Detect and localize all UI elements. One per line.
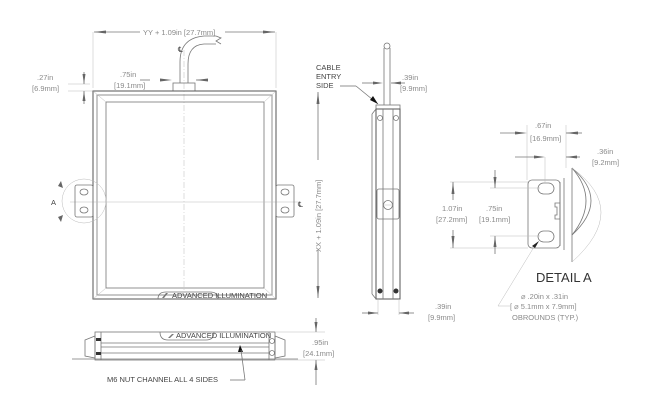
top-offset-mm: [6.9mm] [32,84,59,93]
centerline-symbol-top: ℄ [177,45,184,54]
side-bottom-depth-mm: [9.9mm] [428,313,455,322]
detail-title: DETAIL A [536,270,592,285]
front-view: YY + 1.09in [27.7mm] ℄ .75in [19.1mm] .2… [32,28,304,300]
hole-spec-line2: [ ⌀ 5.1mm x 7.9mm] [510,302,577,311]
detail-outer-span-in: 1.07in [442,204,462,213]
detail-a: .67in [16.9mm] .36in [9.2mm] 1.07in [27.… [436,121,619,322]
side-bottom-depth-in: .39in [435,302,451,311]
width-dimension: YY + 1.09in [27.7mm] [143,28,215,37]
cable-label-line1: CABLE [316,63,341,72]
nut-channel-note: M6 NUT CHANNEL ALL 4 SIDES [107,375,218,384]
hole-spec-line1: ⌀ .20in x .31in [521,292,568,301]
height-dimension: XX + 1.09in [27.7mm] [314,92,323,298]
cable-label-line2: ENTRY [316,72,341,81]
side-top-depth-in: .39in [402,73,418,82]
detail-offset-in: .36in [597,147,613,156]
cable-offset-in: .75in [120,70,136,79]
side-view: CABLE ENTRY SIDE .39in [9.9mm] .39in [9.… [316,42,455,322]
bottom-view: ADVANCED ILLUMINATION M6 NUT CHANNEL ALL… [72,318,334,385]
detail-callout-a: A [51,198,56,207]
bottom-height-mm: [24.1mm] [303,349,334,358]
hole-spec-line3: OBROUNDS (TYP.) [512,313,579,322]
detail-inner-span-mm: [19.1mm] [479,215,510,224]
cable-label-line3: SIDE [316,81,334,90]
centerline-symbol-right: ℄ [297,200,304,209]
cable-offset-mm: [19.1mm] [114,81,145,90]
side-top-depth-mm: [9.9mm] [400,84,427,93]
detail-width-mm: [16.9mm] [530,134,561,143]
logo-text: ADVANCED ILLUMINATION [172,291,267,300]
detail-outer-span-mm: [27.2mm] [436,215,467,224]
bottom-height-in: .95in [312,338,328,347]
height-dimension-text: XX + 1.09in [27.7mm] [314,180,323,252]
bottom-logo-text: ADVANCED ILLUMINATION [176,331,271,340]
detail-offset-mm: [9.2mm] [592,158,619,167]
detail-width-in: .67in [535,121,551,130]
detail-inner-span-in: .75in [486,204,502,213]
top-offset-in: .27in [37,73,53,82]
